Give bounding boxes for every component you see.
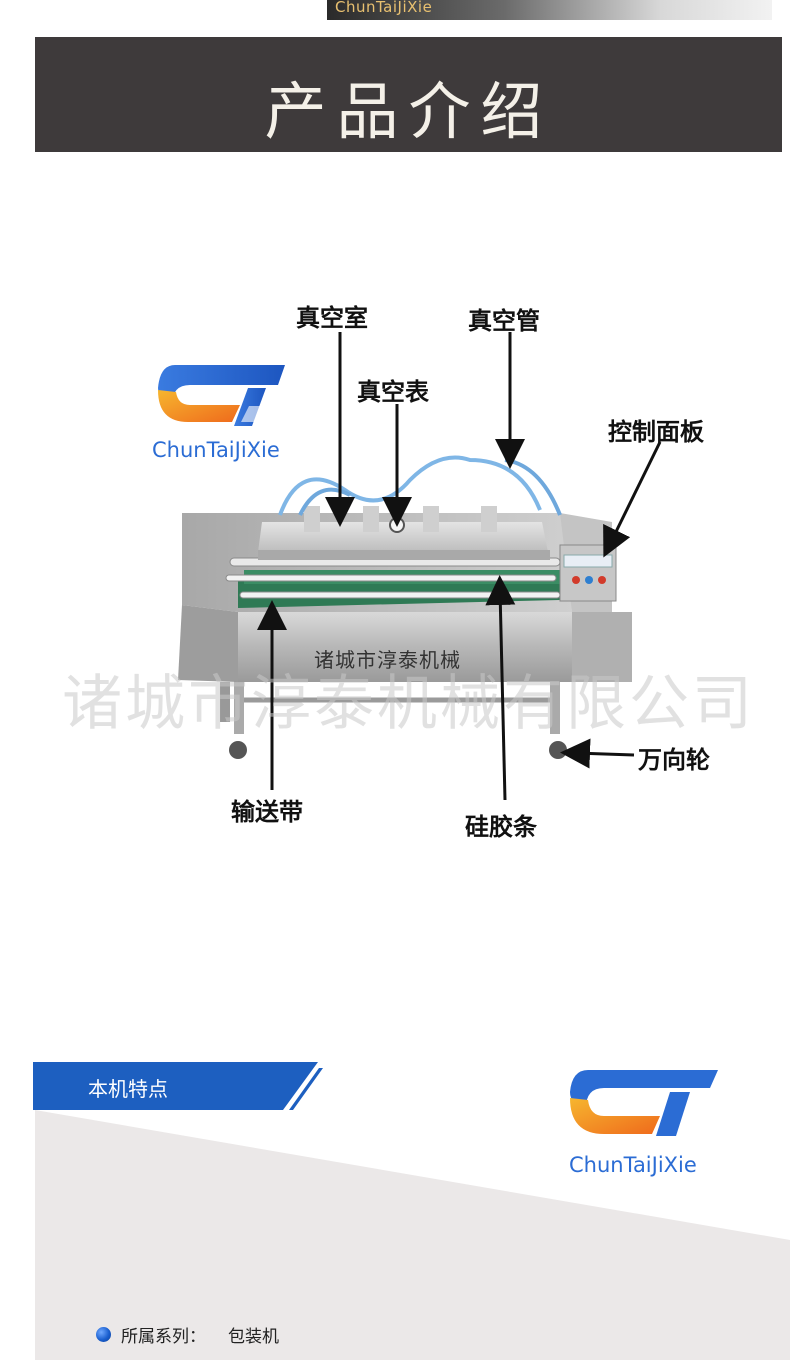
callout-conveyor: 输送带: [231, 798, 303, 826]
company-logo: [158, 365, 285, 426]
logo-text: ChunTaiJiXie: [152, 438, 280, 462]
feature-tab-label: 本机特点: [88, 1077, 168, 1101]
section-header: 产品介绍: [35, 37, 782, 152]
callout-control-panel: 控制面板: [608, 418, 704, 446]
bullet-icon: [96, 1327, 111, 1342]
top-banner: ChunTaiJiXie: [327, 0, 772, 20]
callout-vacuum-chamber: 真空室: [296, 304, 368, 332]
feature-tab: [33, 1062, 323, 1110]
product-diagram: 真空室 真空管 真空表 控制面板 万向轮 输送带 硅胶条 ChunTaiJiXi…: [0, 160, 790, 1040]
machine-plate-text: 诸城市淳泰机械: [314, 648, 461, 672]
machine-illustration: [158, 332, 662, 801]
callout-vacuum-tube: 真空管: [468, 307, 540, 335]
feature-logo: [570, 1070, 718, 1136]
feature-logo-text: ChunTaiJiXie: [569, 1153, 697, 1177]
watermark: 诸城市淳泰机械有限公司: [62, 669, 755, 739]
spec-series-row: 所属系列： 包装机: [96, 1322, 279, 1347]
feature-section-background: [35, 1110, 790, 1360]
spec-series-value: 包装机: [228, 1327, 279, 1347]
spec-series-label: 所属系列：: [121, 1327, 206, 1347]
callout-arrows: [257, 332, 662, 801]
machine-body: [178, 455, 632, 759]
callout-silicone-strip: 硅胶条: [465, 813, 537, 841]
section-title: 产品介绍: [264, 75, 553, 148]
top-banner-text: ChunTaiJiXie: [335, 0, 433, 16]
callout-caster: 万向轮: [638, 746, 710, 774]
callout-vacuum-gauge: 真空表: [357, 378, 429, 406]
